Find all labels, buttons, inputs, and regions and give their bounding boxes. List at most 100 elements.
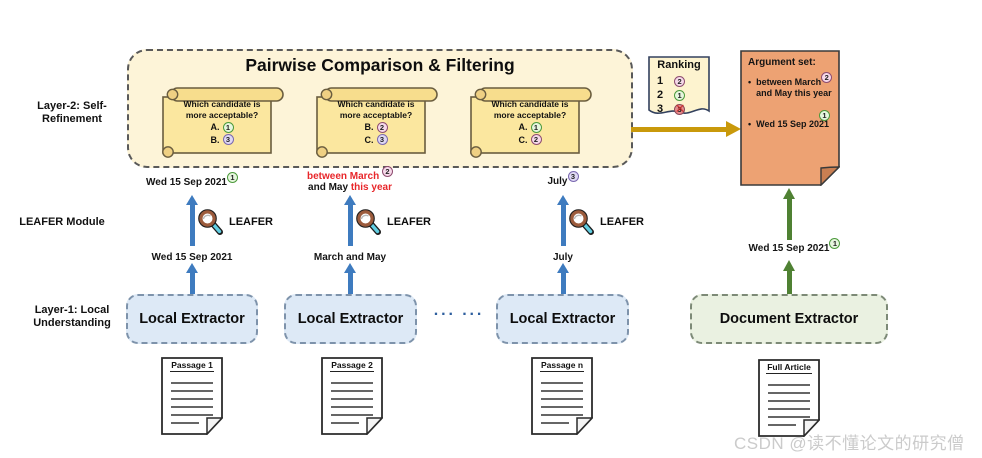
col2-input-label: March and May: [313, 252, 387, 263]
option-letter: C.: [364, 134, 374, 145]
card-option: A. 1: [159, 121, 285, 133]
passage-title-text: Passage n: [539, 360, 585, 372]
argument-item2-chip-row: 1: [740, 105, 830, 123]
ranking-rows: 1 2 2 1 3 3 ✕: [657, 74, 686, 116]
circled-1-icon: 1: [222, 121, 234, 133]
card-question: Which candidate is more acceptable?: [183, 99, 261, 120]
circled-2-icon: 2: [376, 121, 388, 133]
card-text: Which candidate is more acceptable? A. 1…: [159, 99, 285, 145]
ranking-row: 2 1: [657, 88, 686, 102]
leafer-label: LEAFER: [387, 216, 431, 228]
col2-output-line1: between March 2: [280, 166, 420, 182]
card-option: B. 3: [159, 134, 285, 145]
label-layer2-line2: Refinement: [42, 113, 102, 125]
circled-3-icon: 3: [674, 103, 686, 115]
ranking-title: Ranking: [657, 59, 701, 71]
blue-arrow-head-icon: [557, 195, 569, 205]
scroll-icon: [162, 87, 284, 158]
blue-arrow-line: [561, 272, 566, 294]
ranking-note: Ranking 1 2 2 1 3 3 ✕: [647, 55, 711, 123]
page-icon: [161, 357, 223, 435]
circled-3-icon: 3: [222, 134, 234, 145]
document-extractor-box: Document Extractor: [690, 294, 888, 344]
card-question: Which candidate is more acceptable?: [491, 99, 569, 120]
circled-2-icon: 2: [530, 134, 542, 145]
local-extractor-box-1: Local Extractor: [126, 294, 258, 344]
argument-item1-line2: and May this year: [756, 88, 832, 98]
passage-n-document: Passage n: [531, 357, 593, 435]
option-letter: C.: [518, 134, 528, 145]
red-cross-icon: ✕: [674, 100, 686, 116]
blue-arrow-line: [190, 204, 195, 246]
card-option: C. 3: [313, 134, 439, 145]
crossed-chip: 3 ✕: [674, 100, 686, 116]
passage-title-text: Passage 1: [170, 360, 214, 372]
blue-arrow-head-icon: [557, 263, 569, 273]
bullet: •: [748, 119, 752, 129]
circled-1-icon: 1: [530, 121, 542, 133]
gold-arrow-head-icon: [726, 121, 741, 137]
leafer-module-1: LEAFER: [196, 207, 273, 237]
circled-2-icon: 2: [821, 72, 833, 83]
option-letter: A.: [518, 122, 528, 132]
argument-title: Argument set:: [748, 57, 816, 68]
col2-output-label: between March 2 and May this year: [280, 166, 420, 193]
card-text: Which candidate is more acceptable? B. 2…: [313, 99, 439, 145]
blue-arrow-head-icon: [344, 195, 356, 205]
passage-title: Passage 1: [161, 360, 223, 372]
ranking-row-crossed: 3 3 ✕: [657, 100, 686, 116]
card-option: C. 2: [467, 134, 593, 145]
card-question: Which candidate is more acceptable?: [337, 99, 415, 120]
scroll-icon: [316, 87, 438, 158]
comparison-card-1: Which candidate is more acceptable? A. 1…: [159, 86, 285, 164]
passage-title: Passage n: [531, 360, 593, 372]
col2-output-line2: and May this year: [280, 182, 420, 193]
label-layer1-line2: Understanding: [33, 317, 111, 329]
label-layer2-line1: Layer-2: Self-: [37, 100, 107, 112]
pairwise-title: Pairwise Comparison & Filtering: [245, 55, 515, 75]
comparison-card-2: Which candidate is more acceptable? B. 2…: [313, 86, 439, 164]
passage-2-document: Passage 2: [321, 357, 383, 435]
comparison-card-3: Which candidate is more acceptable? A. 1…: [467, 86, 593, 164]
page-icon: [758, 359, 820, 437]
green-arrow-head-icon: [783, 260, 795, 271]
doc-output-text: Wed 15 Sep 2021: [748, 243, 830, 254]
label-leafer-module: LEAFER Module: [19, 216, 105, 228]
col3-input-label: July: [552, 252, 573, 263]
magnifier-icon: [198, 209, 223, 235]
local-extractor-box-2: Local Extractor: [284, 294, 417, 344]
circled-3-icon: 3: [376, 134, 388, 145]
argument-item-text: Wed 15 Sep 2021: [756, 119, 829, 130]
circled-1-icon: 1: [829, 238, 841, 249]
col2-output-red2: this year: [350, 182, 392, 193]
col2-output-dark: and May: [308, 182, 349, 193]
scroll-icon: [470, 87, 592, 158]
label-layer1: Layer-1: Local Understanding: [18, 304, 126, 330]
option-letter: B.: [210, 134, 220, 145]
col1-output-text: Wed 15 Sep 2021: [146, 177, 227, 188]
col1-input-label: Wed 15 Sep 2021: [151, 252, 233, 263]
full-article-title: Full Article: [758, 362, 820, 374]
col2-output-red1: between March: [306, 171, 380, 182]
magnifier-icon: [356, 209, 381, 235]
circled-2-icon: 2: [382, 166, 394, 177]
magnifier-icon: [569, 209, 594, 235]
label-layer2: Layer-2: Self- Refinement: [18, 100, 126, 126]
leafer-label: LEAFER: [600, 216, 644, 228]
leafer-module-2: LEAFER: [354, 207, 431, 237]
local-extractor-box-n: Local Extractor: [496, 294, 629, 344]
circled-1-icon: 1: [226, 172, 238, 183]
card-option: A. 1: [467, 121, 593, 133]
circled-2-icon: 2: [674, 75, 686, 87]
blue-arrow-head-icon: [344, 263, 356, 273]
full-article-document: Full Article: [758, 359, 820, 437]
passage-title-text: Passage 2: [330, 360, 374, 372]
folded-document-icon: [740, 50, 840, 186]
blue-arrow-line: [348, 272, 353, 294]
ranking-row: 1 2: [657, 74, 686, 88]
